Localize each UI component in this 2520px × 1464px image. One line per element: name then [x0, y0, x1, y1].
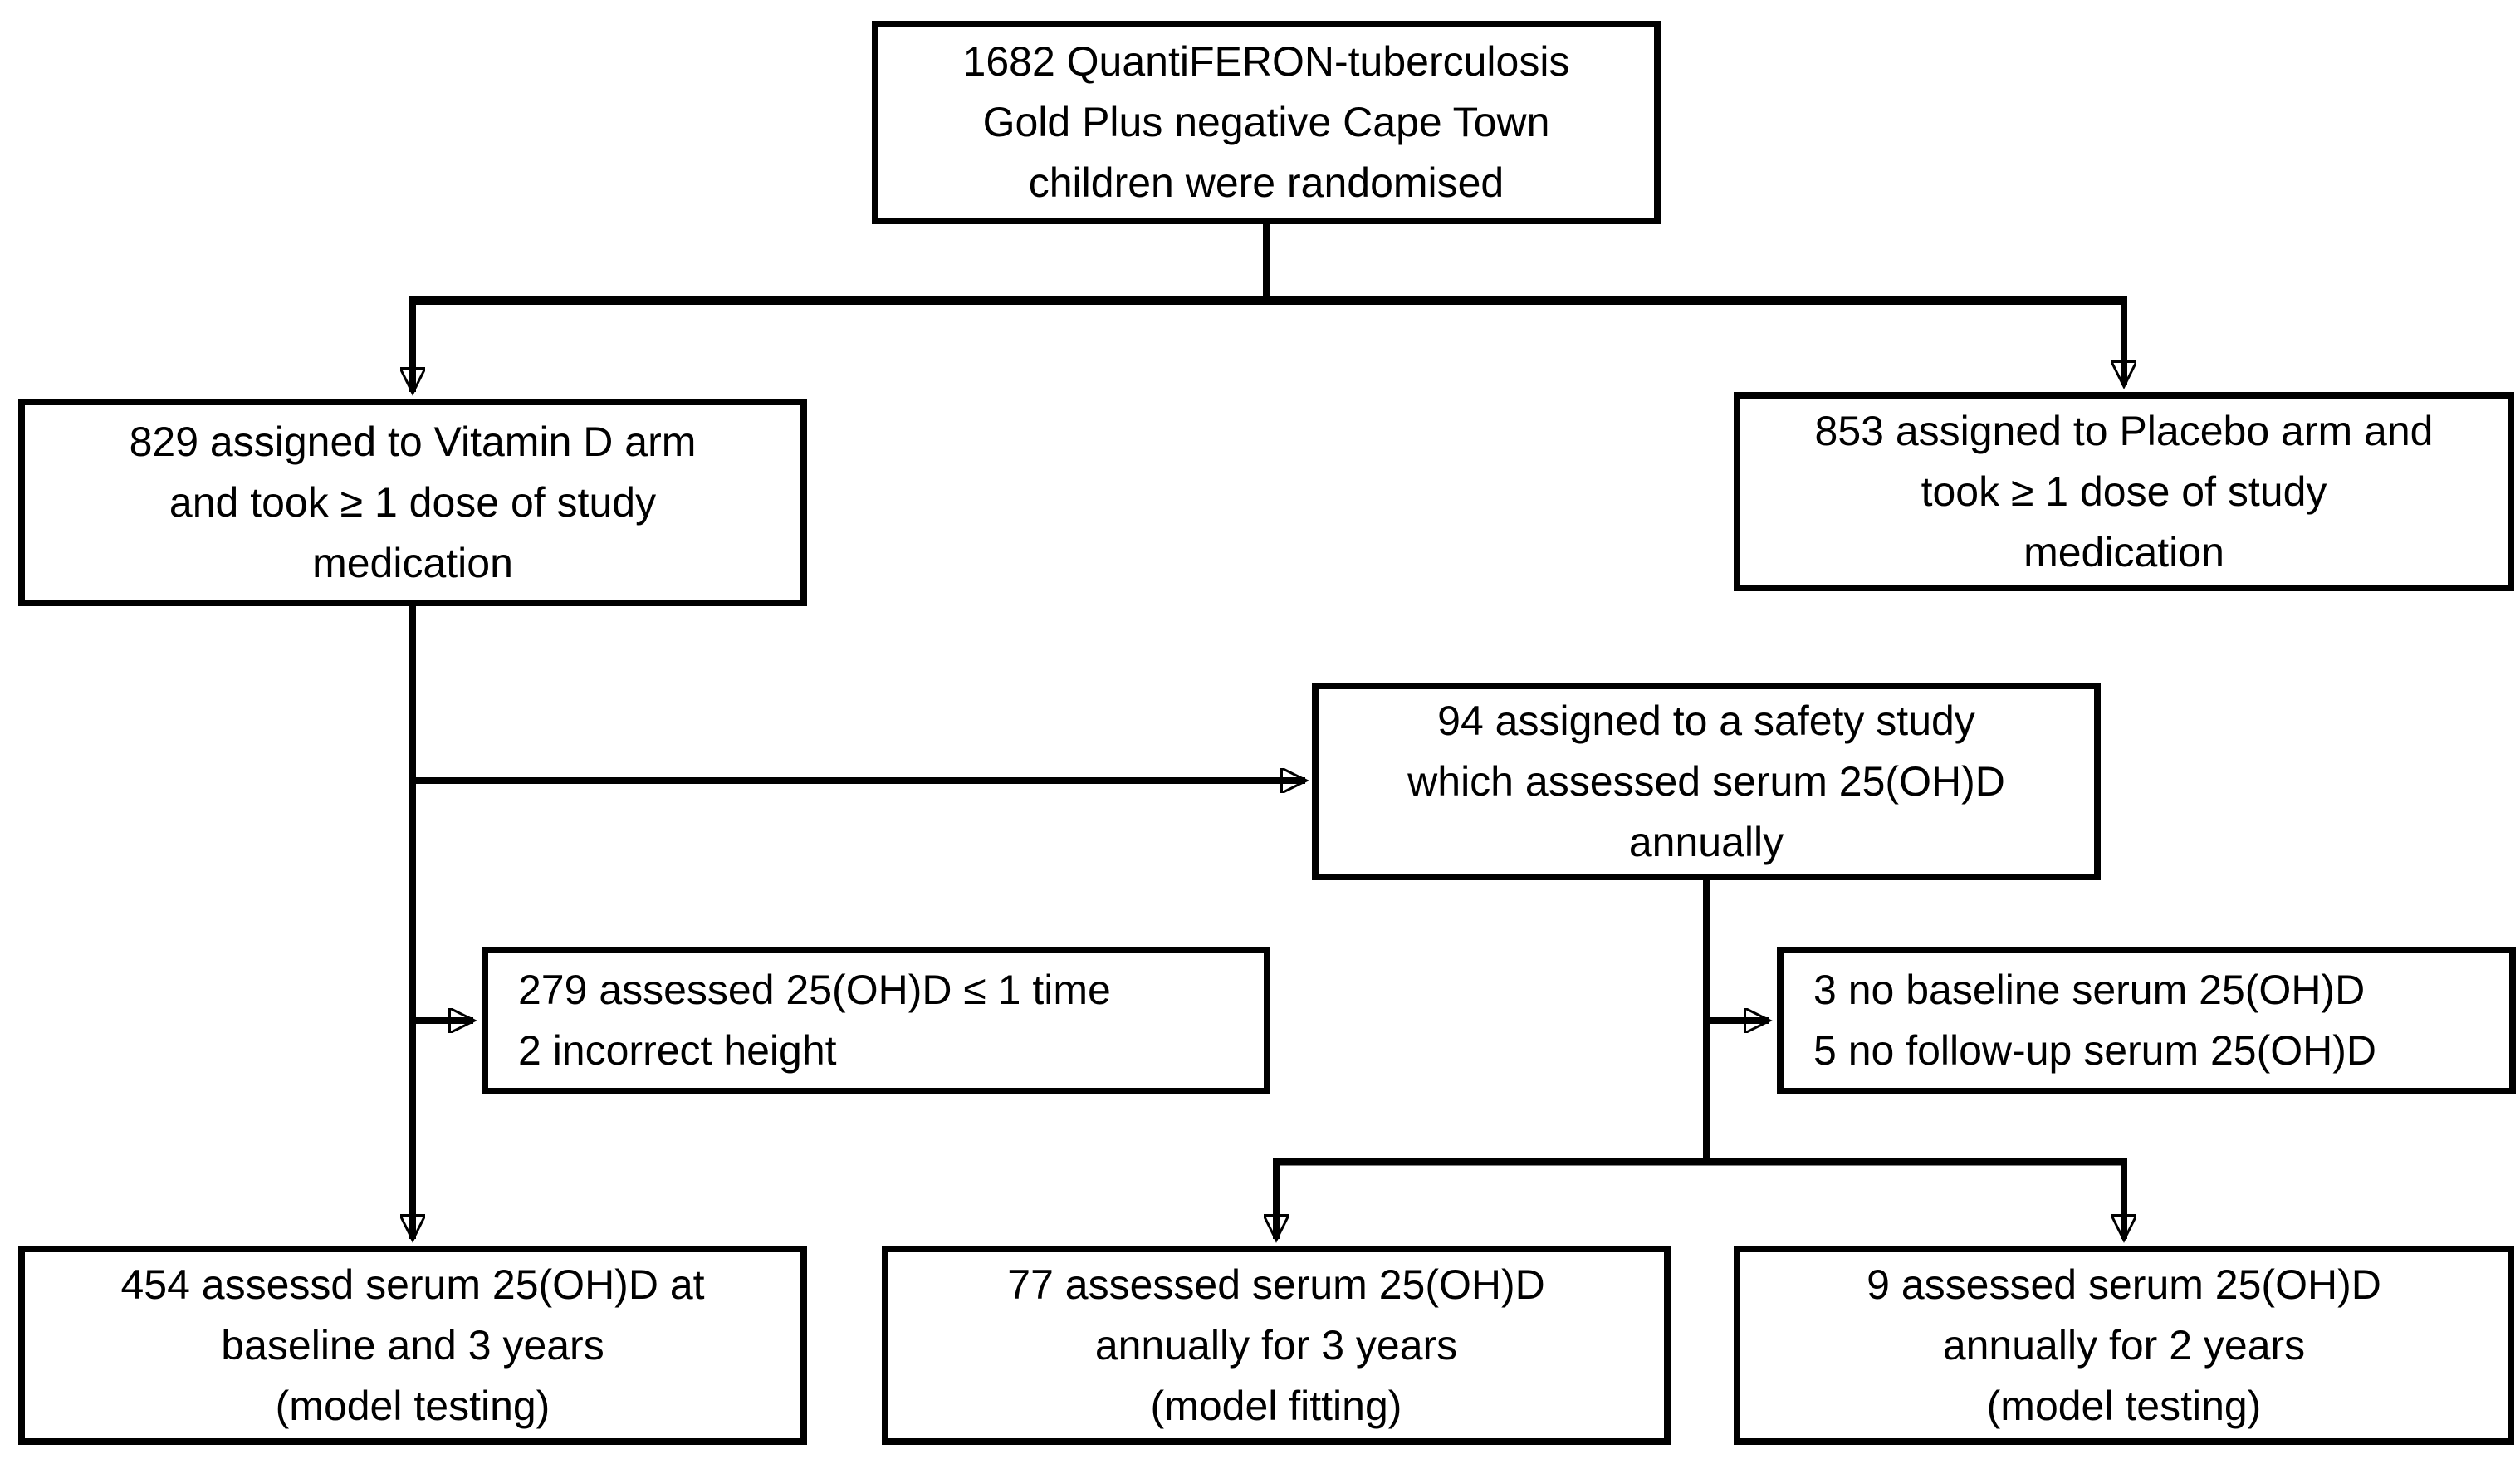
box-randomised: 1682 QuantiFERON-tuberculosis Gold Plus …: [872, 21, 1661, 224]
box-model-testing-9: 9 assessed serum 25(OH)D annually for 2 …: [1734, 1246, 2514, 1445]
box-model-fitting-77-text: 77 assessed serum 25(OH)D annually for 3…: [1007, 1261, 1545, 1429]
box-randomised-text: 1682 QuantiFERON-tuberculosis Gold Plus …: [962, 38, 1570, 206]
box-model-testing-454: 454 assessd serum 25(OH)D at baseline an…: [18, 1246, 807, 1445]
box-safety-exclusions-text: 3 no baseline serum 25(OH)D 5 no follow-…: [1813, 967, 2377, 1074]
box-safety-study: 94 assigned to a safety study which asse…: [1312, 683, 2101, 880]
box-placebo-arm-text: 853 assigned to Placebo arm and took ≥ 1…: [1814, 407, 2434, 575]
box-vitamin-d-exclusions: 279 assessed 25(OH)D ≤ 1 time 2 incorrec…: [482, 947, 1270, 1094]
box-vitamin-d-exclusions-text: 279 assessed 25(OH)D ≤ 1 time 2 incorrec…: [518, 967, 1111, 1074]
box-safety-study-text: 94 assigned to a safety study which asse…: [1407, 697, 2005, 865]
box-safety-exclusions: 3 no baseline serum 25(OH)D 5 no follow-…: [1777, 947, 2516, 1094]
box-model-testing-9-text: 9 assessed serum 25(OH)D annually for 2 …: [1867, 1261, 2381, 1429]
box-placebo-arm: 853 assigned to Placebo arm and took ≥ 1…: [1734, 392, 2514, 591]
box-vitamin-d-arm-text: 829 assigned to Vitamin D arm and took ≥…: [129, 418, 697, 586]
box-vitamin-d-arm: 829 assigned to Vitamin D arm and took ≥…: [18, 399, 807, 606]
box-model-fitting-77: 77 assessed serum 25(OH)D annually for 3…: [882, 1246, 1671, 1445]
box-model-testing-454-text: 454 assessd serum 25(OH)D at baseline an…: [120, 1261, 705, 1429]
